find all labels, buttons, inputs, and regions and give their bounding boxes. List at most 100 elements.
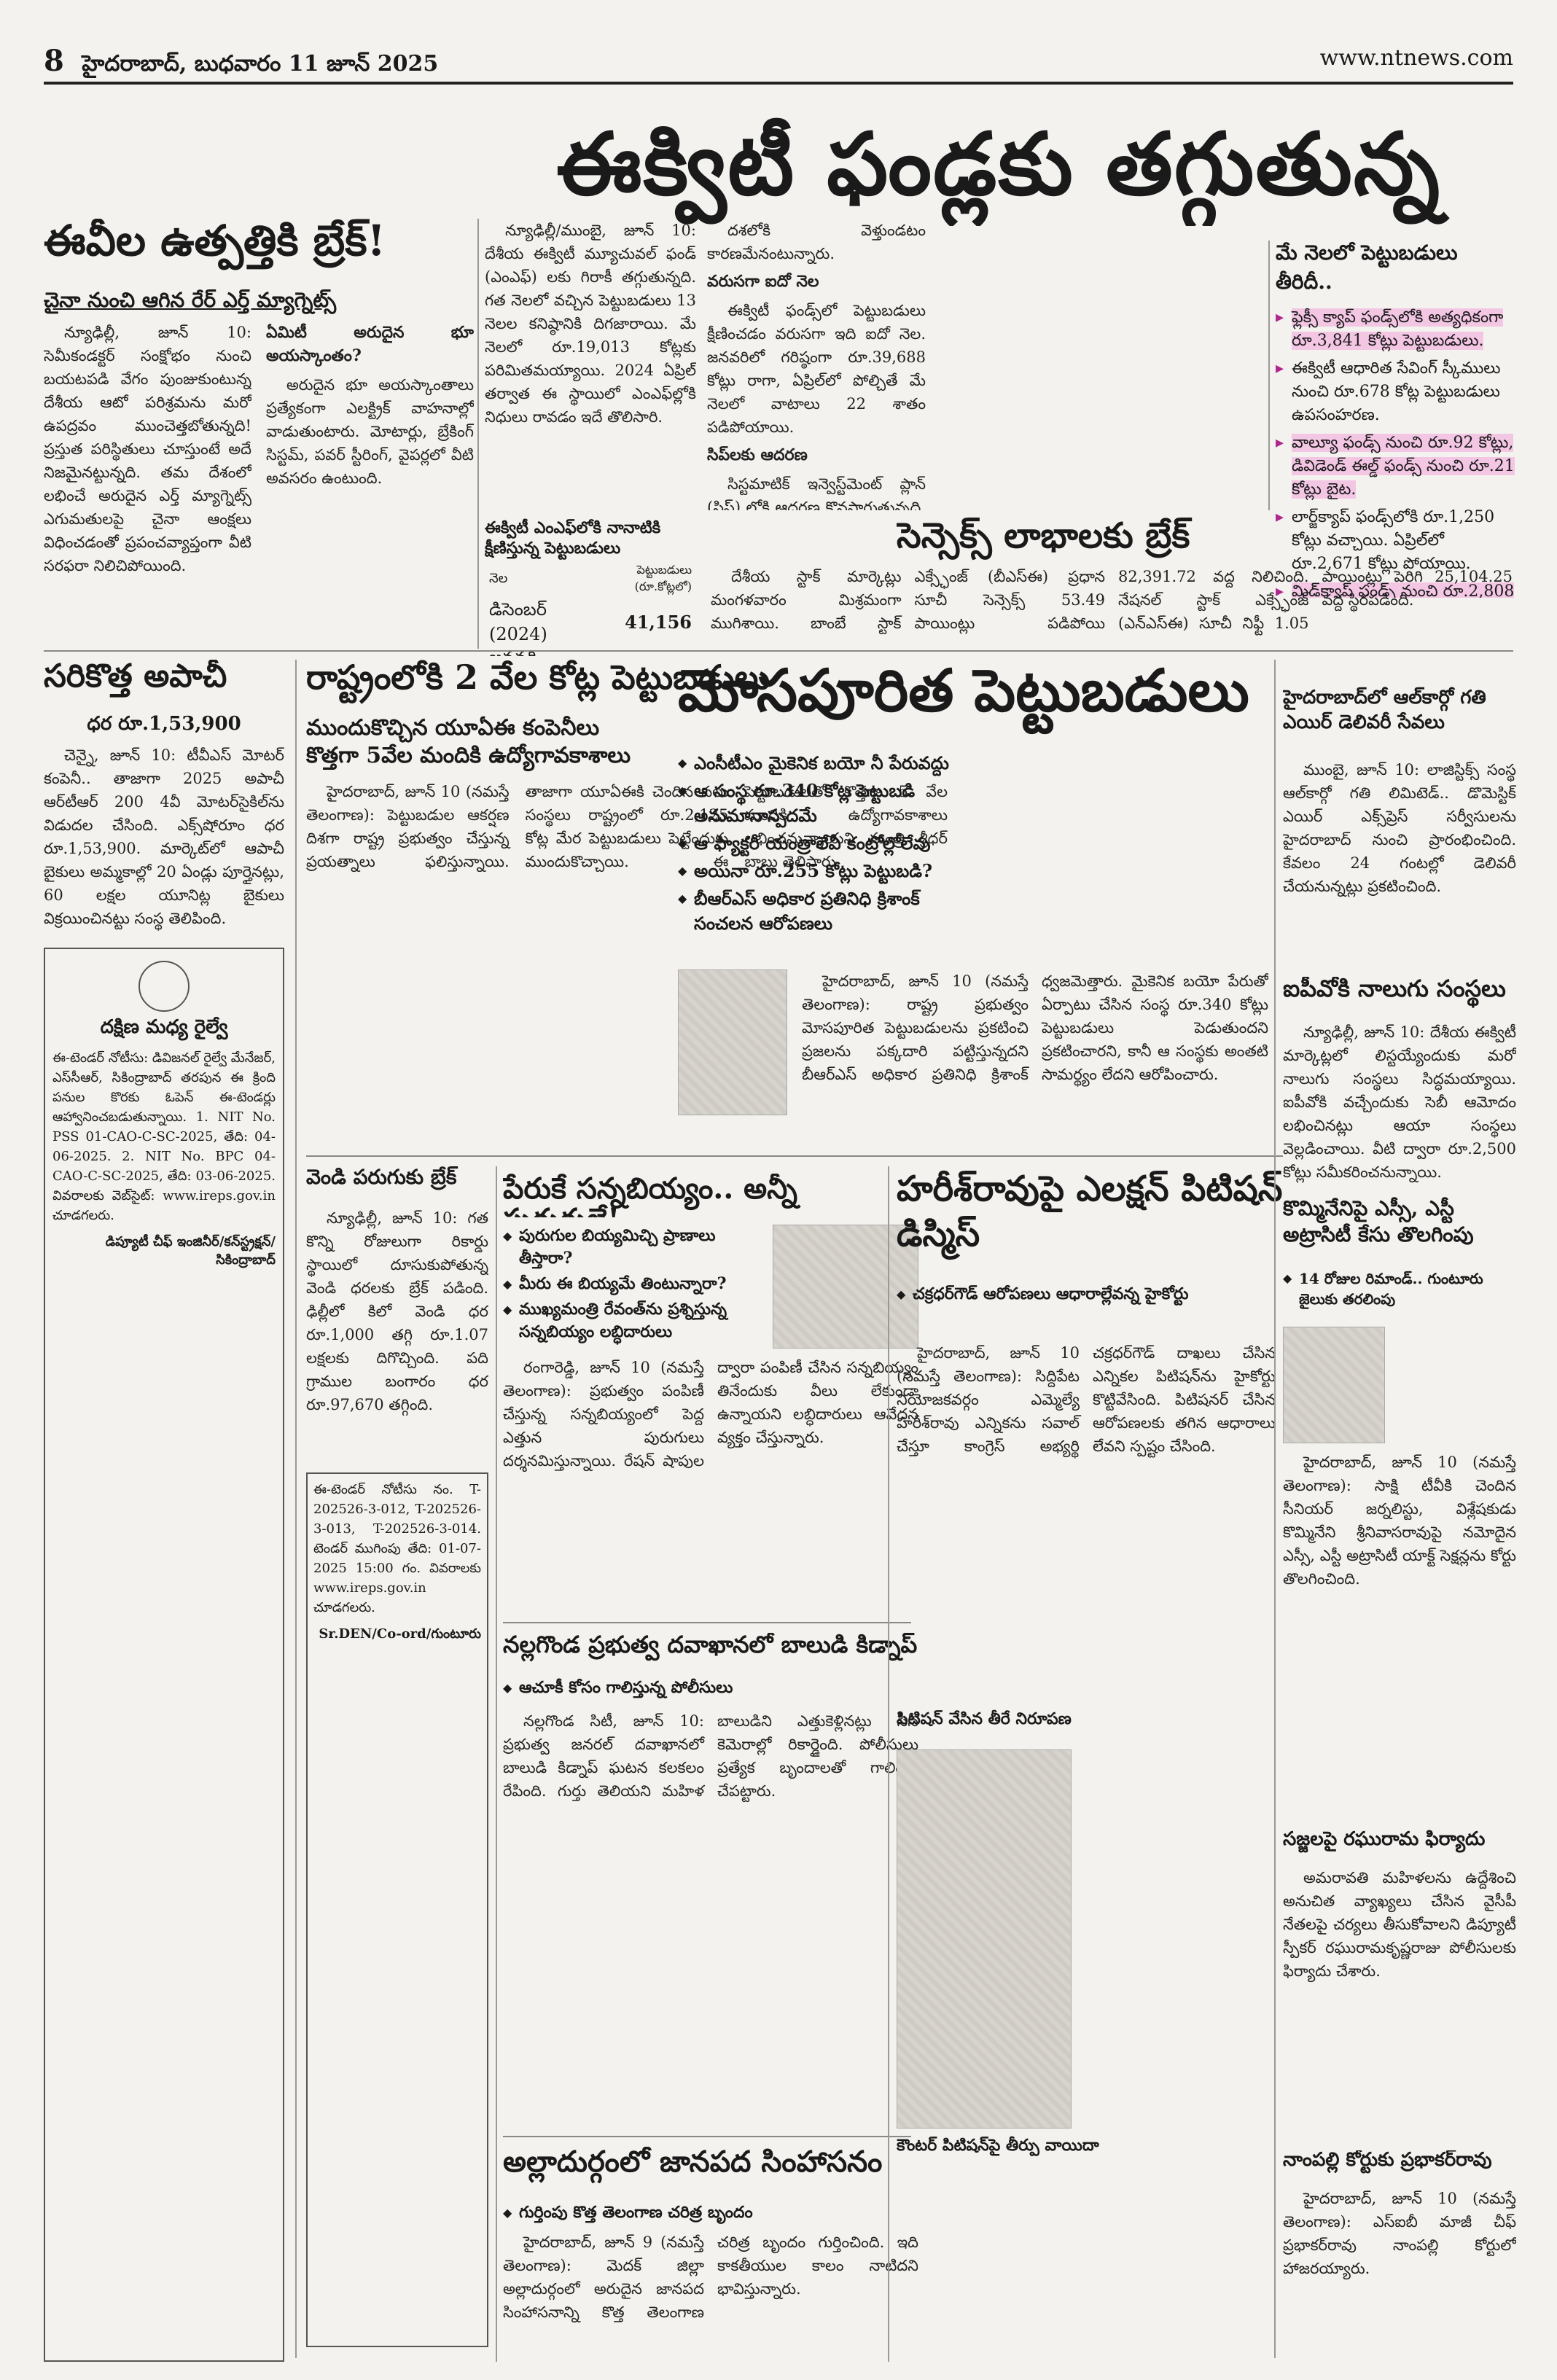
sensex-body: దేశీయ స్టాక్ మార్కెట్లు మంగళవారం మిశ్రమం… (711, 565, 1513, 645)
column-rule-1 (477, 219, 479, 649)
sensex-headline-box: సెన్సెక్స్ లాభాలకు బ్రేక్ (897, 518, 1290, 561)
kidnap-headline-box: నల్లగొండ ప్రభుత్వ దవాఖానలో బాలుడి కిడ్నా… (503, 1633, 918, 1669)
railway-emblem-icon (138, 961, 190, 1012)
ev-story-headline-box: ఈవీల ఉత్పత్తికి బ్రేక్! (44, 219, 474, 277)
kidnap-body: నల్లగొండ సిటీ, జూన్ 10: ప్రభుత్వ జనరల్ ద… (503, 1709, 918, 2132)
railway-tender-ad: దక్షిణ మధ్య రైల్వే ఈ-టెండర్ నోటీసు: డివి… (44, 948, 284, 2362)
mf-story-paragraph-4: సిస్టమాటిక్ ఇన్వెస్ట్‌మెంట్ ప్లాన్ (సిప్… (707, 475, 926, 510)
invest-subhead-1: ముందుకొచ్చిన యూఏఈ కంపెనీలు (306, 715, 600, 741)
table-cell-month: డిసెంబర్ (2024) (489, 599, 547, 644)
fraud-headline: మోసపూరిత పెట్టుబడులు (678, 660, 1249, 725)
bullet-item: చక్రధర్‌గౌడ్ ఆరోపణలు ఆధారాల్లేవన్న హైకోర… (897, 1283, 1276, 1306)
list-item-text: వాల్యూ ఫండ్స్ నుంచి రూ.92 కోట్లు, డివిడె… (1292, 434, 1515, 499)
invest-headline: రాష్ట్రంలోకి 2 వేల కోట్ల పెట్టుబడులు (306, 660, 770, 697)
list-item: ఫ్లెక్సీ క్యాప్ ఫండ్స్‌లోకి అత్యధికంగా ర… (1276, 306, 1516, 353)
kommineni-bullet: 14 రోజుల రిమాండ్.. గుంటూరు జైలుకు తరలింప… (1283, 1268, 1516, 1309)
airport-body: ముంబై, జూన్ 10: లాజిస్టిక్స్ సంస్థ ఆల్‌క… (1283, 758, 1516, 969)
railway-ad-2-footer: Sr.DEN/Co-ord/గుంటూరు (319, 1626, 481, 1642)
bullet-item: అయినా రూ.255 కోట్లు పెట్టుబడి? (678, 859, 984, 883)
harish-headline: హరీశ్‌రావుపై ఎలక్షన్ పిటిషన్ డిస్మిస్ (897, 1168, 1283, 1255)
invest-subhead-2: కొత్తగా 5వేల మందికి ఉద్యోగావకాశాలు (306, 743, 631, 768)
bullet-item: పురుగుల బియ్యమిచ్చి ప్రాణాలు తీస్తారా? (503, 1225, 765, 1270)
kidnap-headline: నల్లగొండ ప్రభుత్వ దవాఖానలో బాలుడి కిడ్నా… (503, 1633, 918, 1658)
ipo-headline-box: ఐపీవోకి నాలుగు సంస్థలు (1283, 977, 1516, 1013)
kidnap-paragraph: నల్లగొండ సిటీ, జూన్ 10: ప్రభుత్వ జనరల్ ద… (503, 1712, 918, 1800)
sensex-headline: సెన్సెక్స్ లాభాలకు బ్రేక్ (897, 518, 1190, 556)
ipo-paragraph: న్యూఢిల్లీ, జూన్ 10: దేశీయ ఈక్విటీ మార్క… (1283, 1023, 1516, 1181)
invest-headline-box: రాష్ట్రంలోకి 2 వేల కోట్ల పెట్టుబడులు (306, 660, 948, 711)
list-item-text: ఫ్లెక్సీ క్యాప్ ఫండ్స్‌లోకి అత్యధికంగా ర… (1292, 308, 1504, 350)
harish-paragraph: హైదరాబాద్, జూన్ 10 (నమస్తే తెలంగాణ): సిద… (897, 1344, 1276, 1455)
ipo-headline: ఐపీవోకి నాలుగు సంస్థలు (1283, 977, 1506, 1002)
fraud-body: హైదరాబాద్, జూన్ 10 (నమస్తే తెలంగాణ): రాష… (802, 969, 1268, 1144)
harish-bullets: చక్రధర్‌గౌడ్ ఆరోపణలు ఆధారాల్లేవన్న హైకోర… (897, 1283, 1276, 1341)
airport-paragraph: ముంబై, జూన్ 10: లాజిస్టిక్స్ సంస్థ ఆల్‌క… (1283, 761, 1516, 895)
bullet-item: బీఆర్‌ఎస్ అధికార ప్రతినిధి క్రిశాంక్ సంచ… (678, 886, 984, 936)
silver-headline: వెండి పరుగుకు బ్రేక్ (306, 1166, 457, 1189)
fraud-headline-box: మోసపూరిత పెట్టుబడులు (678, 660, 1261, 740)
mf-story-col-2: దశలోకి వెళ్తుండటం కారణమేనంటున్నారు. వరుస… (707, 219, 926, 510)
invest-subheads: ముందుకొచ్చిన యూఏఈ కంపెనీలు కొత్తగా 5వేల … (306, 714, 948, 773)
table-header-row: నెల పెట్టుబడులు (రూ.కోట్లలో) (485, 561, 696, 598)
site-url[interactable]: www.ntnews.com (1319, 45, 1513, 71)
rice-headline-box: పేరుకే సన్నబియ్యం.. అన్నీ పురుగులే! (503, 1174, 918, 1217)
ev-story-body-2: ఏమిటీ అరుదైన భూ అయస్కాంతం? అరుదైన భూ అయస… (266, 321, 474, 620)
table-header-month: నెల (489, 570, 508, 586)
section-divider-2 (306, 1155, 1283, 1157)
silver-headline-box: వెండి పరుగుకు బ్రేక్ (306, 1166, 488, 1203)
folk-headline: అల్లాదుర్గంలో జానపద సింహాసనం (503, 2147, 883, 2179)
bullet-item: ఆ ఫ్యాక్టరీ యంత్రాలేవీ కంట్రోల్లోలేవు (678, 831, 984, 856)
fund-flow-table: నెల పెట్టుబడులు (రూ.కోట్లలో) డిసెంబర్ (2… (485, 561, 696, 656)
fund-flow-table-title: ఈక్విటీ ఎంఎఫ్‌లోకి నానాటికి క్షీణిస్తున్… (485, 518, 661, 558)
kommineni-body: హైదరాబాద్, జూన్ 10 (నమస్తే తెలంగాణ): సాక… (1283, 1451, 1516, 1822)
mf-story-paragraph: న్యూఢిల్లీ/ముంబై, జూన్ 10: దేశీయ ఈక్విటీ… (485, 222, 696, 426)
prabhakar-headline: నాంపల్లి కోర్టుకు ప్రభాకర్‌రావు (1283, 2150, 1492, 2171)
mf-story-subhead-2: సిప్‌లకు ఆదరణ (707, 445, 808, 464)
section-divider-1 (44, 650, 1513, 652)
airport-headline: హైదరాబాద్‌లో ఆల్‌కార్గో గతి ఎయిర్ డెలివర… (1283, 687, 1486, 733)
prabhakar-paragraph: హైదరాబాద్, జూన్ 10 (నమస్తే తెలంగాణ): ఎస్… (1283, 2190, 1516, 2277)
kommineni-headline-box: కొమ్మినేనిపై ఎస్సీ, ఎస్టీ అట్రాసిటీ కేసు… (1283, 1195, 1516, 1268)
rice-photo (773, 1225, 918, 1349)
page-folio: 8 హైదరాబాద్, బుధవారం 11 జూన్ 2025 (44, 44, 700, 80)
ipo-body: న్యూఢిల్లీ, జూన్ 10: దేశీయ ఈక్విటీ మార్క… (1283, 1021, 1516, 1188)
list-item: లార్జ్‌క్యాప్ ఫండ్స్‌లోకి రూ.1,250 కోట్ల… (1276, 506, 1516, 576)
list-item-text: ఈక్విటీ ఆధారిత సేవింగ్ స్కీములు నుంచి రూ… (1292, 359, 1501, 424)
ev-story-paragraph-2: అరుదైన భూ అయస్కాంతాలు ప్రత్యేకంగా ఎలక్ట్… (266, 376, 474, 487)
page-number: 8 (44, 44, 64, 78)
sajjala-headline: సజ్జలపై రఘురామ ఫిర్యాదు (1283, 1830, 1486, 1850)
kommineni-headline: కొమ్మినేనిపై ఎస్సీ, ఎస్టీ అట్రాసిటీ కేసు… (1283, 1196, 1474, 1246)
fund-flow-table-box: ఈక్విటీ ఎంఎఫ్‌లోకి నానాటికి క్షీణిస్తున్… (485, 518, 696, 656)
rice-body: రంగారెడ్డి, జూన్ 10 (నమస్తే తెలంగాణ): ప్… (503, 1356, 918, 1618)
column-rule-5 (496, 1166, 497, 2362)
column-rule-6 (888, 1166, 889, 2362)
prabhakar-body: హైదరాబాద్, జూన్ 10 (నమస్తే తెలంగాణ): ఎస్… (1283, 2187, 1516, 2362)
krishank-photo (678, 969, 787, 1115)
fraud-bullets: ఎంసీటీఎం మైకెనిక బయో నీ పేరువద్దుఆ సంస్థ… (678, 751, 984, 969)
prabhakar-headline-box: నాంపల్లి కోర్టుకు ప్రభాకర్‌రావు (1283, 2150, 1516, 2184)
column-rule-4 (1274, 660, 1276, 2358)
bullet-item: ముఖ్యమంత్రి రేవంత్‌ను ప్రశ్నిస్తున్న సన్… (503, 1298, 765, 1343)
ev-story-headline: ఈవీల ఉత్పత్తికి బ్రేక్! (44, 219, 386, 265)
ev-story-subhead-box: చైనా నుంచి ఆగిన రేర్ ఎర్త్ మ్యాగ్నెట్స్ (44, 288, 474, 317)
list-item: మిడ్‌క్యాప్ ఫండ్స్ నుంచి రూ.2,808 కోట్లు… (1276, 580, 1516, 598)
list-item-text: లార్జ్‌క్యాప్ ఫండ్స్‌లోకి రూ.1,250 కోట్ల… (1292, 508, 1495, 573)
ev-story-subhead-2: ఏమిటీ అరుదైన భూ అయస్కాంతం? (266, 323, 474, 365)
railway-tender-ad-2: ఈ-టెండర్ నోటీసు నం. T-202526-3-012, T-20… (306, 1472, 488, 2347)
harish-photo (897, 1749, 1072, 2129)
kidnap-bullets: ఆచూకీ కోసం గాలిస్తున్న పోలీసులు (503, 1677, 795, 1706)
ev-story-subhead: చైనా నుంచి ఆగిన రేర్ ఎర్త్ మ్యాగ్నెట్స్ (44, 288, 337, 312)
silver-paragraph: న్యూఢిల్లీ, జూన్ 10: గత కొన్ని రోజులుగా … (306, 1209, 488, 1413)
section-divider-4 (503, 2136, 911, 2137)
bullet-item: ఆ సంస్థ రూ.340 కోట్ల పెట్టుబడి అనుమానాస్… (678, 779, 984, 828)
mf-story-col-1: న్యూఢిల్లీ/ముంబై, జూన్ 10: దేశీయ ఈక్విటీ… (485, 219, 696, 510)
kommineni-photo (1283, 1327, 1385, 1443)
bullet-item: గుర్తింపు కొత్త తెలంగాణ చరిత్ర బృందం (503, 2201, 795, 2224)
section-divider-3 (503, 1622, 911, 1623)
railway-ad-footer: డిప్యూటీ చీఫ్ ఇంజినీర్/కన్‌స్ట్రక్షన్/సి… (105, 1234, 276, 1268)
folk-paragraph: హైదరాబాద్, జూన్ 9 (నమస్తే తెలంగాణ): మెదక… (503, 2233, 918, 2321)
column-rule-3 (1268, 241, 1270, 510)
harish-subhead-2: కౌంటర్ పిటిషన్‌పై తీర్పు వాయిదా (897, 2136, 1099, 2155)
rice-paragraph: రంగారెడ్డి, జూన్ 10 (నమస్తే తెలంగాణ): ప్… (503, 1359, 918, 1470)
